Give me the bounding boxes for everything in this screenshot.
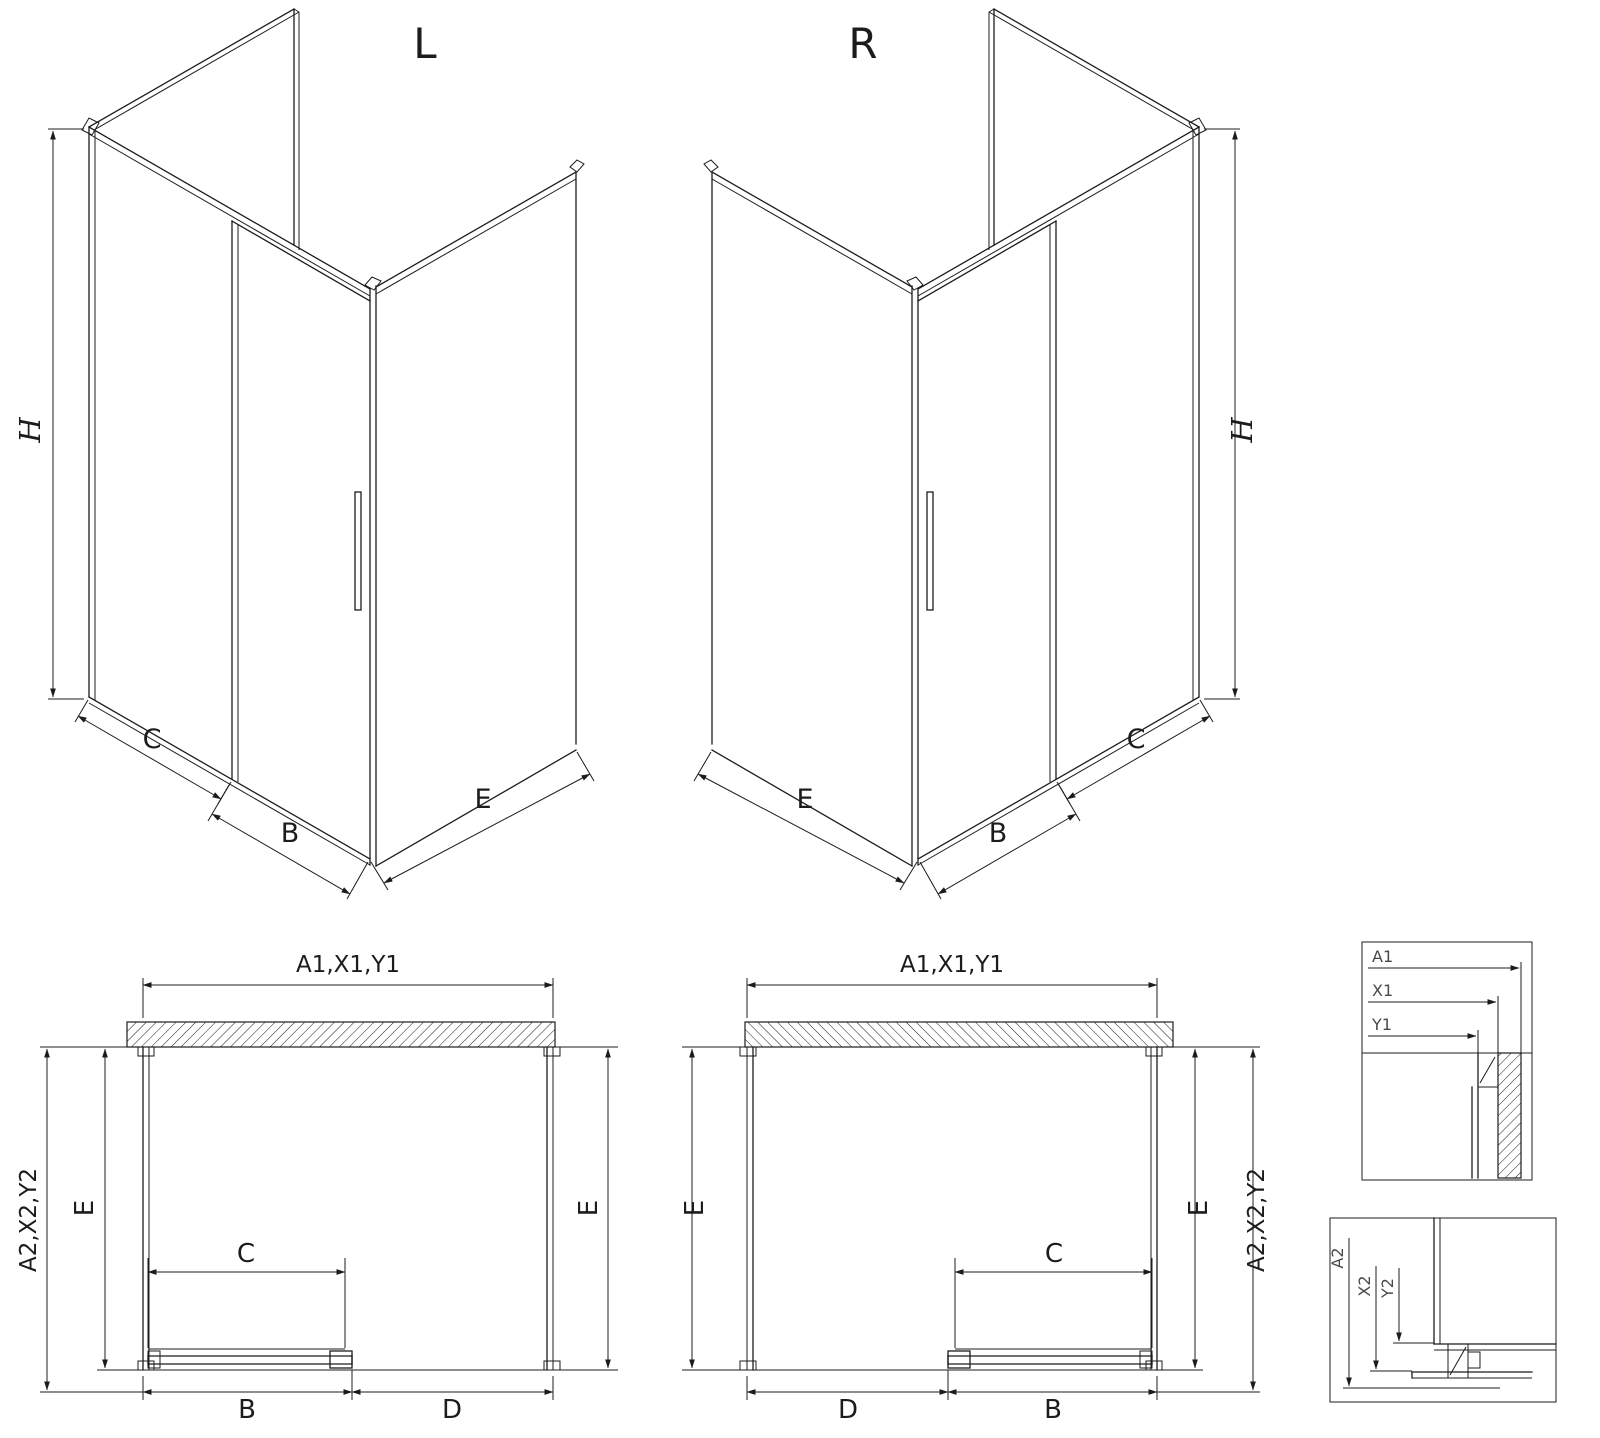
detail-bottom-border	[1329, 1217, 1557, 1403]
dim-label-c: C	[237, 1239, 255, 1269]
variant-label-left: L	[413, 19, 437, 68]
dim-label-e: E	[796, 784, 813, 815]
dim-label-e-right: E	[574, 1200, 604, 1216]
dim-label-x2: X2	[1355, 1275, 1374, 1296]
dim-label-e: E	[474, 784, 491, 815]
dim-label-b: B	[281, 818, 300, 849]
dim-label-a1: A1	[1372, 947, 1393, 966]
detail-bottom-dim-lines	[1343, 1238, 1500, 1389]
plan-view-left: A1,X1,Y1 A2,X2,Y2 E E C B D	[16, 952, 618, 1425]
dim-label-y2: Y2	[1378, 1278, 1397, 1299]
dim-label-e-right: E	[1184, 1200, 1214, 1216]
detail-top-dim-lines	[1368, 962, 1522, 1053]
dim-label-y1: Y1	[1371, 1015, 1392, 1034]
dim-label-c: C	[1045, 1239, 1063, 1269]
dim-label-d: D	[442, 1395, 462, 1425]
variant-label-right: R	[848, 19, 877, 68]
dim-label-c: C	[143, 724, 162, 755]
dim-label-e-left: E	[680, 1200, 710, 1216]
detail-view-top: A1 X1 Y1	[1361, 941, 1533, 1181]
dim-label-a2x2y2: A2,X2,Y2	[16, 1168, 42, 1272]
iso-view-left: L H C B E	[13, 9, 594, 899]
dim-label-c: C	[1127, 724, 1146, 755]
plan-view-right: A1,X1,Y1 A2,X2,Y2 E E C B D	[680, 952, 1270, 1425]
detail-bottom-section	[1411, 1217, 1557, 1379]
dim-label-a1x1y1: A1,X1,Y1	[296, 952, 400, 978]
dim-label-a1x1y1: A1,X1,Y1	[900, 952, 1004, 978]
detail-view-bottom: A2 X2 Y2	[1328, 1217, 1557, 1403]
dim-label-a2: A2	[1328, 1247, 1347, 1268]
detail-top-section	[1362, 1052, 1532, 1179]
dim-label-b: B	[989, 818, 1008, 849]
dim-label-x1: X1	[1372, 981, 1393, 1000]
iso-view-right: R H C B E	[694, 9, 1259, 899]
dim-label-b: B	[1044, 1395, 1062, 1425]
dim-label-a2x2y2: A2,X2,Y2	[1244, 1168, 1270, 1272]
dim-label-h: H	[1225, 417, 1259, 444]
dim-label-d: D	[838, 1395, 858, 1425]
detail-top-border	[1361, 941, 1533, 1181]
dim-label-b: B	[238, 1395, 256, 1425]
dim-label-e-left: E	[70, 1200, 100, 1216]
dim-label-h: H	[13, 417, 47, 444]
